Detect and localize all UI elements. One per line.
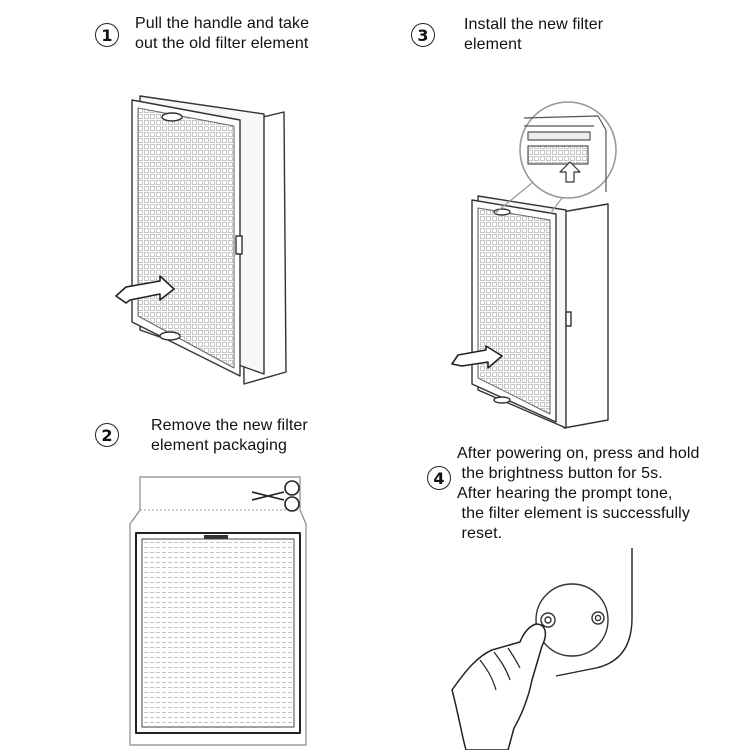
finger-pressing-button-illustration xyxy=(451,548,633,750)
filter-top-handle xyxy=(161,112,183,122)
step-1-line-2: out the old filter element xyxy=(135,35,309,52)
step-4-number-badge: 4 xyxy=(427,466,451,490)
step-3-number-badge: 3 xyxy=(411,23,435,47)
upward-arrow-icon xyxy=(559,161,581,183)
brightness-button-icon xyxy=(540,612,556,628)
step-1-number-badge: 1 xyxy=(95,23,119,47)
scissors-cutting-packaging-illustration xyxy=(129,476,307,746)
step-2-number-badge: 2 xyxy=(95,423,119,447)
step-4-instructions: After powering on, press and hold the br… xyxy=(457,444,700,544)
step-4-line-3: After hearing the prompt tone, xyxy=(457,485,673,502)
step-4-line-5: reset. xyxy=(457,525,503,542)
hand-icon xyxy=(451,623,547,750)
step-3-instructions: Install the new filter element xyxy=(464,15,603,55)
filter-bottom-handle xyxy=(159,331,181,341)
insert-direction-arrow xyxy=(451,345,503,369)
step-1-instructions: Pull the handle and take out the old fil… xyxy=(135,14,309,54)
step-2-line-2: element packaging xyxy=(151,437,288,454)
filter-installation-illustration xyxy=(451,101,617,429)
step-1-line-1: Pull the handle and take xyxy=(135,15,310,32)
device-panel-edge xyxy=(555,548,633,677)
step-2-line-1: Remove the new filter xyxy=(151,417,308,434)
scissors-icon xyxy=(251,480,300,512)
second-button-icon xyxy=(591,611,605,625)
step-4-line-4: the filter element is successfully xyxy=(457,505,690,522)
step-4-line-2: the brightness button for 5s. xyxy=(457,465,663,482)
step-3-line-2: element xyxy=(464,36,522,53)
new-filter-handle xyxy=(204,535,228,539)
step-4-line-1: After powering on, press and hold xyxy=(457,445,700,462)
pull-direction-arrow xyxy=(115,275,175,304)
step-3-line-1: Install the new filter xyxy=(464,16,604,33)
step-2-instructions: Remove the new filter element packaging xyxy=(151,416,308,456)
control-panel-ring xyxy=(535,583,609,657)
filter-removal-illustration xyxy=(115,95,287,385)
